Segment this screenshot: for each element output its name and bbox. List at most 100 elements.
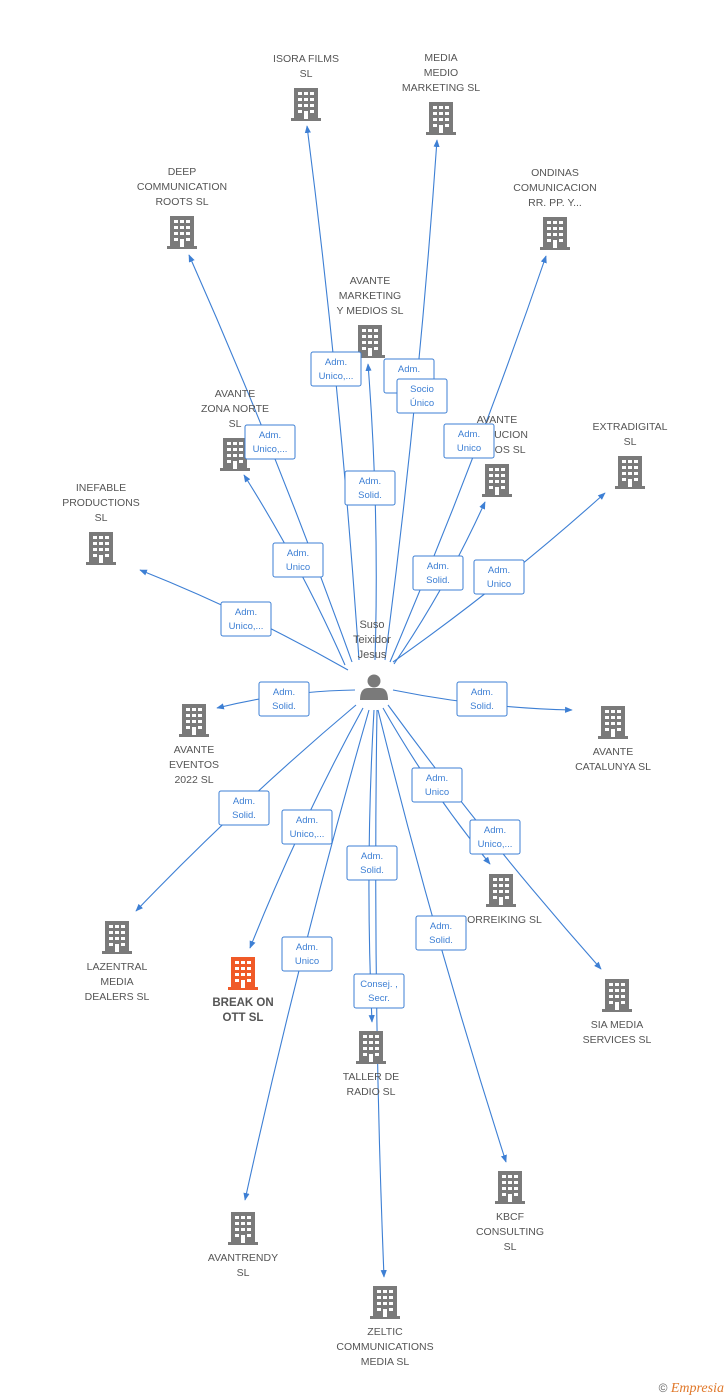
- edge-label-text: Adm.: [430, 921, 452, 932]
- company-name-zeltic: COMMUNICATIONS: [336, 1341, 433, 1353]
- company-name-deep: COMMUNICATION: [137, 181, 227, 193]
- company-node-zeltic[interactable]: ZELTIC COMMUNICATIONS MEDIA SL: [336, 1286, 434, 1368]
- edge-label-box: [281, 809, 333, 845]
- edge-label-kbcf[interactable]: Adm.Solid.: [415, 915, 467, 951]
- edge-label-box: [346, 845, 398, 881]
- edge-label-inefable[interactable]: Adm. Unico,...: [220, 601, 272, 637]
- edge-label-text: Adm.: [296, 942, 318, 953]
- edge-label-zeltic[interactable]: Consej. ,Secr.: [353, 973, 405, 1009]
- edge-label-text: Solid.: [358, 490, 382, 501]
- building-icon: [598, 706, 628, 739]
- company-name-isora: SL: [300, 68, 313, 80]
- edge-label-box: [218, 790, 270, 826]
- edge-label-extradigital[interactable]: Adm.Unico: [473, 559, 525, 595]
- edge-label-text: Adm.: [325, 357, 347, 368]
- edge-label-deep[interactable]: Adm.Unico,...: [244, 424, 296, 460]
- edge-label-box: [473, 559, 525, 595]
- company-name-sia: SIA MEDIA: [591, 1019, 644, 1031]
- company-name-avante-catalunya: AVANTE: [593, 746, 633, 758]
- building-icon: [179, 704, 209, 737]
- company-name-media-medio: MEDIA: [424, 52, 457, 64]
- edge-label-text: Adm.: [398, 364, 420, 375]
- edge-label-sia[interactable]: Adm.Unico,...: [469, 819, 521, 855]
- edge-label-text: Unico,...: [319, 371, 354, 382]
- edge-label-text: Solid.: [470, 701, 494, 712]
- edge-label-avante-evolucion[interactable]: Adm.Solid.: [412, 555, 464, 591]
- edge-label-avante-evolucion[interactable]: Adm.Unico: [443, 423, 495, 459]
- company-node-media-medio[interactable]: MEDIA MEDIO MARKETING SL: [402, 52, 480, 135]
- edge-label-break-on[interactable]: Adm.Unico,...: [281, 809, 333, 845]
- company-name-avante-marketing: Y MEDIOS SL: [337, 305, 404, 317]
- edge-label-avante-zona[interactable]: Adm.Unico: [272, 542, 324, 578]
- edge-label-text: Adm.: [484, 825, 506, 836]
- company-name-break-on: BREAK ON: [212, 997, 273, 1009]
- edge-label-avante-catalunya[interactable]: Adm.Solid.: [456, 681, 508, 717]
- company-name-zeltic: MEDIA SL: [361, 1356, 410, 1368]
- edge-label-box: [415, 915, 467, 951]
- company-name-media-medio: MARKETING SL: [402, 82, 480, 94]
- company-name-deep: DEEP: [168, 166, 197, 178]
- building-icon: [102, 921, 132, 954]
- edge-label-avante-marketing[interactable]: Adm.Solid.: [344, 470, 396, 506]
- building-icon: [602, 979, 632, 1012]
- edge-label-isora[interactable]: Adm. Unico,...: [310, 351, 362, 387]
- company-name-ondinas: ONDINAS: [531, 167, 579, 179]
- edge-label-text: Unico: [295, 956, 319, 967]
- edge-label-text: Adm.: [233, 796, 255, 807]
- edge-label-text: Unico,...: [229, 621, 264, 632]
- edge-label-sorreiking[interactable]: Adm.Unico: [411, 767, 463, 803]
- edge-label-text: Unico,...: [253, 444, 288, 455]
- edge-label-lazentral[interactable]: Adm.Solid.: [218, 790, 270, 826]
- company-name-lazentral: DEALERS SL: [85, 991, 150, 1003]
- company-name-avante-zona: SL: [229, 418, 242, 430]
- edge-label-box: [456, 681, 508, 717]
- edge-arrow-isora: [304, 125, 360, 661]
- edge-label-text: Unico,...: [290, 829, 325, 840]
- company-node-taller[interactable]: TALLER DE RADIO SL: [343, 1031, 399, 1098]
- edge-label-text: Único: [410, 398, 434, 409]
- building-icon: [486, 874, 516, 907]
- company-name-taller: RADIO SL: [346, 1086, 395, 1098]
- edge-label-box: [396, 378, 448, 414]
- building-icon: [370, 1286, 400, 1319]
- company-name-inefable: INEFABLE: [76, 482, 126, 494]
- edge-label-box: [443, 423, 495, 459]
- edge-label-text: Adm.: [488, 565, 510, 576]
- edge-label-box: [310, 351, 362, 387]
- company-name-kbcf: SL: [504, 1241, 517, 1253]
- edge-labels-layer: Adm.Unico,...Adm.Solid.Adm.Unico,...Soci…: [218, 351, 525, 1009]
- company-name-extradigital: EXTRADIGITAL: [592, 421, 667, 433]
- copyright-icon: ©: [658, 1381, 668, 1395]
- person-name: Suso: [359, 619, 384, 631]
- edge-label-box: [244, 424, 296, 460]
- edge-label-avante-eventos[interactable]: Adm.Solid.: [258, 681, 310, 717]
- edge-label-avantrendy[interactable]: Adm. Unico: [281, 936, 333, 972]
- edge-label-taller[interactable]: Adm.Solid.: [346, 845, 398, 881]
- building-icon: [482, 464, 512, 497]
- edge-label-text: Adm.: [235, 607, 257, 618]
- company-name-taller: TALLER DE: [343, 1071, 399, 1083]
- company-name-zeltic: ZELTIC: [367, 1326, 403, 1338]
- company-name-inefable: SL: [95, 512, 108, 524]
- company-name-avante-evolucion: AVANTE: [477, 414, 517, 426]
- company-node-sorreiking[interactable]: SORREIKING SL: [460, 874, 542, 926]
- company-name-media-medio: MEDIO: [424, 67, 458, 79]
